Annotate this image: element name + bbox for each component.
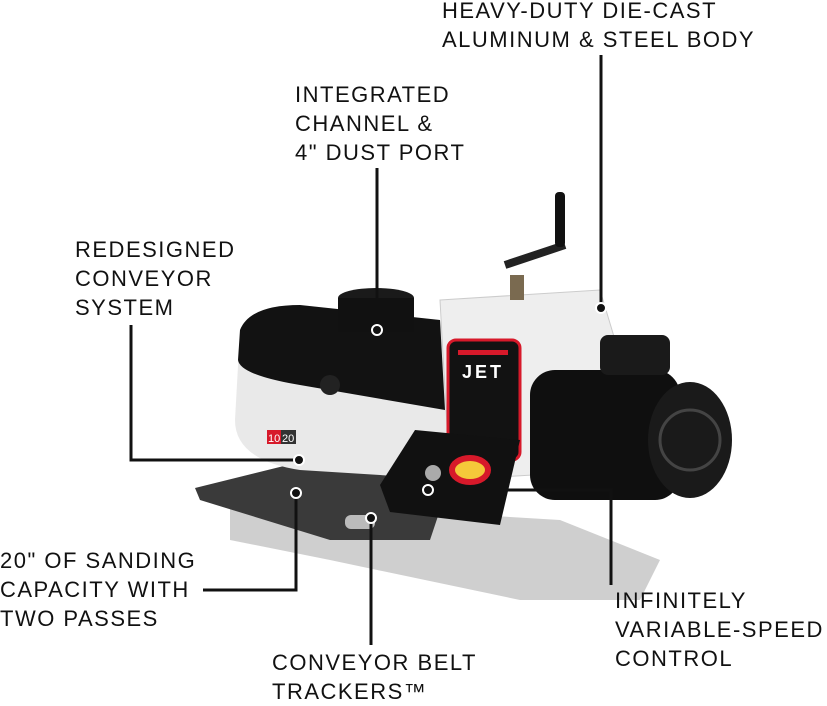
leader-lines <box>129 55 613 645</box>
motor-fan <box>648 382 732 498</box>
knob <box>320 375 340 395</box>
control-panel <box>380 430 520 525</box>
model-badge-right: 20 <box>282 433 294 445</box>
callout-trackers: CONVEYOR BELT TRACKERS™ <box>272 650 477 704</box>
callout-dust-port: INTEGRATED CHANNEL & 4" DUST PORT <box>295 82 466 165</box>
leader-dots <box>290 302 607 524</box>
callout-conveyor: REDESIGNED CONVEYOR SYSTEM <box>75 237 236 320</box>
callout-capacity: 20" OF SANDING CAPACITY WITH TWO PASSES <box>0 548 197 631</box>
stop-switch <box>449 455 491 485</box>
speed-knob <box>425 465 441 481</box>
crank-handle <box>555 192 565 247</box>
motor <box>530 370 680 500</box>
model-badge-left: 10 <box>268 433 280 445</box>
switch-box <box>600 335 670 375</box>
callout-speed: INFINITELY VARIABLE-SPEED CONTROL <box>615 588 824 671</box>
callout-body: HEAVY-DUTY DIE-CAST ALUMINUM & STEEL BOD… <box>442 0 756 52</box>
jet-logo: JET <box>462 362 504 382</box>
